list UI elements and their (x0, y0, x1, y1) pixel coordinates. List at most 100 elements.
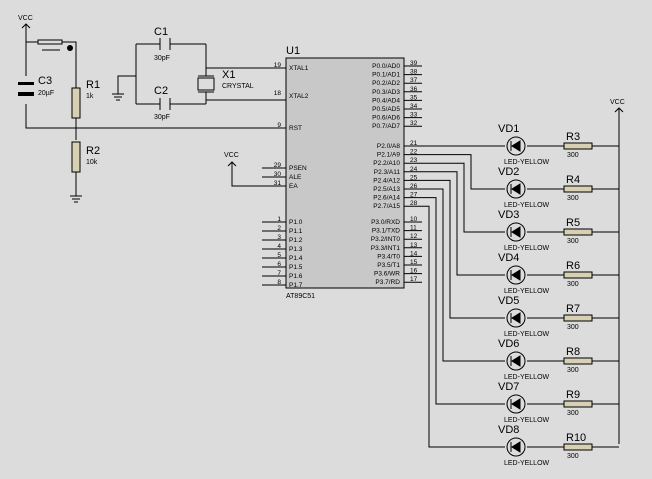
u1-pin-name: P2.6/A14 (373, 195, 400, 202)
u1-pin-number: 28 (410, 200, 418, 207)
c1-ref: C1 (154, 26, 168, 38)
led-body (506, 437, 526, 457)
led-feed-wire (422, 188, 505, 362)
resistor-body (563, 314, 593, 322)
led-diode-icon (511, 312, 521, 324)
u1-pin-number: 39 (410, 60, 418, 67)
u1-pin-name: P0.5/AD5 (372, 106, 400, 113)
resistor-value: 300 (567, 152, 579, 159)
vcc-right-label: VCC (610, 99, 625, 106)
led-ref: VD1 (498, 123, 519, 135)
u1-pin-number: 34 (410, 103, 418, 110)
led-ref: VD6 (498, 338, 519, 350)
led-channels: VD1LED-YELLOWR3300VD2LED-YELLOWR4300VD3L… (422, 123, 619, 467)
u1-pin-name: P2.5/A13 (373, 186, 400, 193)
r2-ref: R2 (86, 145, 100, 157)
led-body (506, 179, 526, 199)
c2-ref: C2 (154, 85, 168, 97)
u1-pin-name: P2.2/A10 (373, 160, 400, 167)
resistor-value: 300 (567, 238, 579, 245)
led-type: LED-YELLOW (504, 331, 550, 338)
x1-value: CRYSTAL (222, 83, 254, 90)
u1-pin-number: 21 (410, 140, 418, 147)
resistor-ref: R10 (566, 432, 586, 444)
u1-pin-name: P1.6 (289, 273, 303, 280)
u1-pin-number: 1 (277, 216, 281, 223)
led-type: LED-YELLOW (504, 245, 550, 252)
led-feed-wire (422, 197, 505, 405)
u1-pin-number: 33 (410, 112, 418, 119)
u1-pin-number: 29 (274, 162, 282, 169)
led-type: LED-YELLOW (504, 460, 550, 467)
led-body (506, 265, 526, 285)
u1-pin-number: 12 (410, 233, 418, 240)
u1-pin-name: P3.1/TXD (372, 228, 400, 235)
led-body (506, 308, 526, 328)
led-diode-icon (511, 226, 521, 238)
u1-pin-name: P3.4/T0 (377, 253, 400, 260)
resistor-body (563, 357, 593, 365)
u1-pin-number: 3 (277, 234, 281, 241)
u1-pin-number: 25 (410, 174, 418, 181)
resistor-ref: R5 (566, 217, 580, 229)
led-type: LED-YELLOW (504, 374, 550, 381)
u1-pin-name: P0.7/AD7 (372, 123, 400, 130)
resistor-value: 300 (567, 324, 579, 331)
u1-pin-number: 27 (410, 192, 418, 199)
u1-pin-name: RST (289, 125, 302, 132)
led-diode-icon (511, 140, 521, 152)
u1-part: AT89C51 (286, 293, 315, 300)
u1-pin-name: P3.2/INT0 (371, 236, 401, 243)
u1-pin-name: P3.5/T1 (377, 262, 400, 269)
resistor-body (563, 228, 593, 236)
u1-pin-name: P1.5 (289, 264, 303, 271)
u1-pin-name: XTAL2 (289, 93, 309, 100)
u1-pin-name: P0.1/AD1 (372, 72, 400, 79)
x1-ref: X1 (222, 69, 235, 81)
u1-pin-name: P3.0/RXD (371, 219, 400, 226)
u1-pin-name: P0.3/AD3 (372, 89, 400, 96)
u1-pin-name: P1.4 (289, 255, 303, 262)
led-diode-icon (511, 355, 521, 367)
u1-pin-name: P1.2 (289, 237, 303, 244)
r1-value: 1k (86, 93, 94, 100)
u1-pin-name: XTAL1 (289, 65, 309, 72)
u1-pin-number: 4 (277, 243, 281, 250)
u1-pin-name: ALE (289, 174, 302, 181)
u1-pin-name: P2.3/A11 (374, 169, 401, 176)
u1-ref: U1 (286, 45, 300, 57)
u1-pin-number: 16 (410, 268, 418, 275)
u1-pin-number: 9 (277, 122, 281, 129)
resistor-value: 300 (567, 367, 579, 374)
resistor-body (563, 271, 593, 279)
u1-pin-number: 37 (410, 77, 418, 84)
c3-ref: C3 (38, 75, 52, 87)
u1-pin-number: 11 (410, 225, 417, 232)
c1-value: 30pF (154, 55, 170, 62)
u1-pin-number: 13 (410, 242, 418, 249)
led-ref: VD5 (498, 295, 519, 307)
resistor-ref: R7 (566, 303, 580, 315)
u1-pin-number: 24 (410, 166, 418, 173)
led-ref: VD8 (498, 424, 519, 436)
r1-ref: R1 (86, 79, 100, 91)
static-component-bodies (18, 23, 624, 289)
vcc-mid-label: VCC (224, 152, 239, 159)
led-diode-icon (511, 441, 521, 453)
u1-right-pins: 39P0.0/AD038P0.1/AD137P0.2/AD236P0.3/AD3… (371, 60, 422, 286)
r2-value: 10k (86, 159, 98, 166)
u1-pin-number: 18 (274, 90, 282, 97)
led-feed-wire (422, 171, 505, 276)
resistor-value: 300 (567, 453, 579, 460)
u1-pin-number: 7 (277, 270, 281, 277)
u1-pin-number: 14 (410, 250, 418, 257)
u1-pin-number: 10 (410, 216, 418, 223)
u1-pin-name: P0.6/AD6 (372, 115, 400, 122)
led-feed-wire (422, 154, 505, 190)
switch-contact-icon[interactable] (67, 45, 73, 51)
resistor-ref: R9 (566, 389, 580, 401)
u1-pin-name: P1.3 (289, 246, 303, 253)
resistor-ref: R6 (566, 260, 580, 272)
u1-pin-number: 32 (410, 120, 418, 127)
